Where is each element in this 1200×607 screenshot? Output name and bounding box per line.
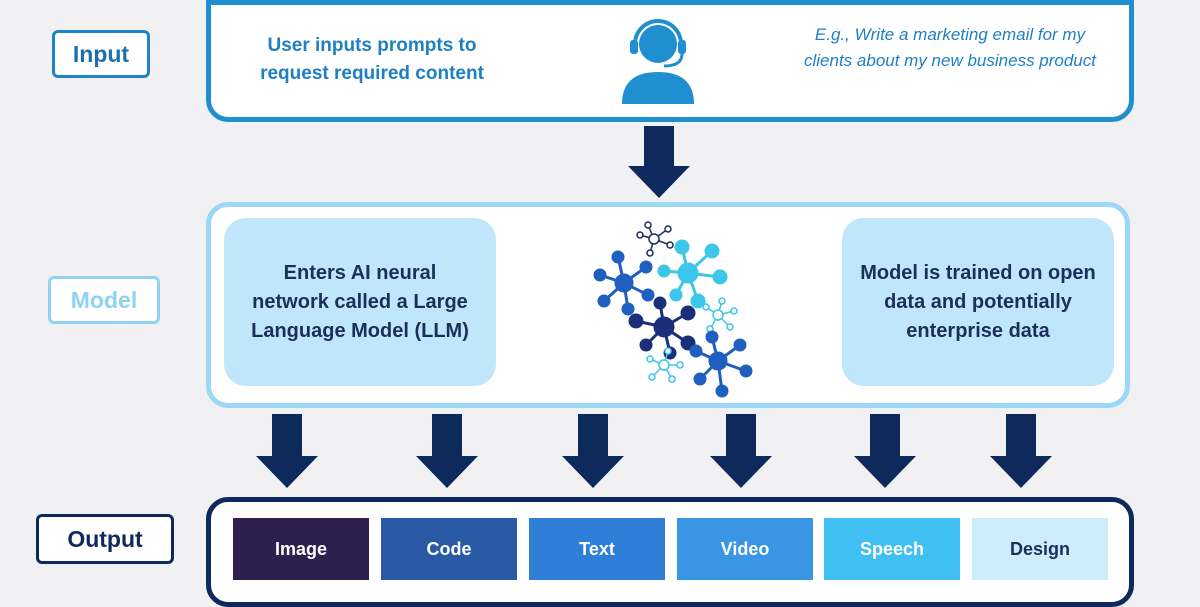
output-tile-design: Design [972, 518, 1108, 580]
down-arrow-icon [990, 414, 1052, 488]
output-tile-text: Text [529, 518, 665, 580]
output-tile-speech: Speech [824, 518, 960, 580]
output-label: Output [36, 514, 174, 564]
user-headset-icon [622, 19, 694, 104]
output-tile-code: Code [381, 518, 517, 580]
training-description-box: Model is trained on open data and potent… [842, 218, 1114, 386]
input-description: User inputs prompts to request required … [260, 35, 484, 84]
down-arrow-icon [628, 126, 690, 198]
training-description: Model is trained on open data and potent… [860, 261, 1096, 342]
down-arrow-icon [710, 414, 772, 488]
down-arrow-icon [854, 414, 916, 488]
down-arrow-icon [256, 414, 318, 488]
llm-description-box: Enters AI neural network called a Large … [224, 218, 496, 386]
model-label: Model [48, 276, 160, 324]
output-tile-video: Video [677, 518, 813, 580]
input-label: Input [52, 30, 150, 78]
down-arrow-icon [562, 414, 624, 488]
neural-network-icon [593, 221, 753, 398]
example-prompt: E.g., Write a marketing email for my cli… [804, 25, 1096, 70]
output-tile-image: Image [233, 518, 369, 580]
down-arrow-icon [416, 414, 478, 488]
llm-description: Enters AI neural network called a Large … [251, 261, 469, 342]
